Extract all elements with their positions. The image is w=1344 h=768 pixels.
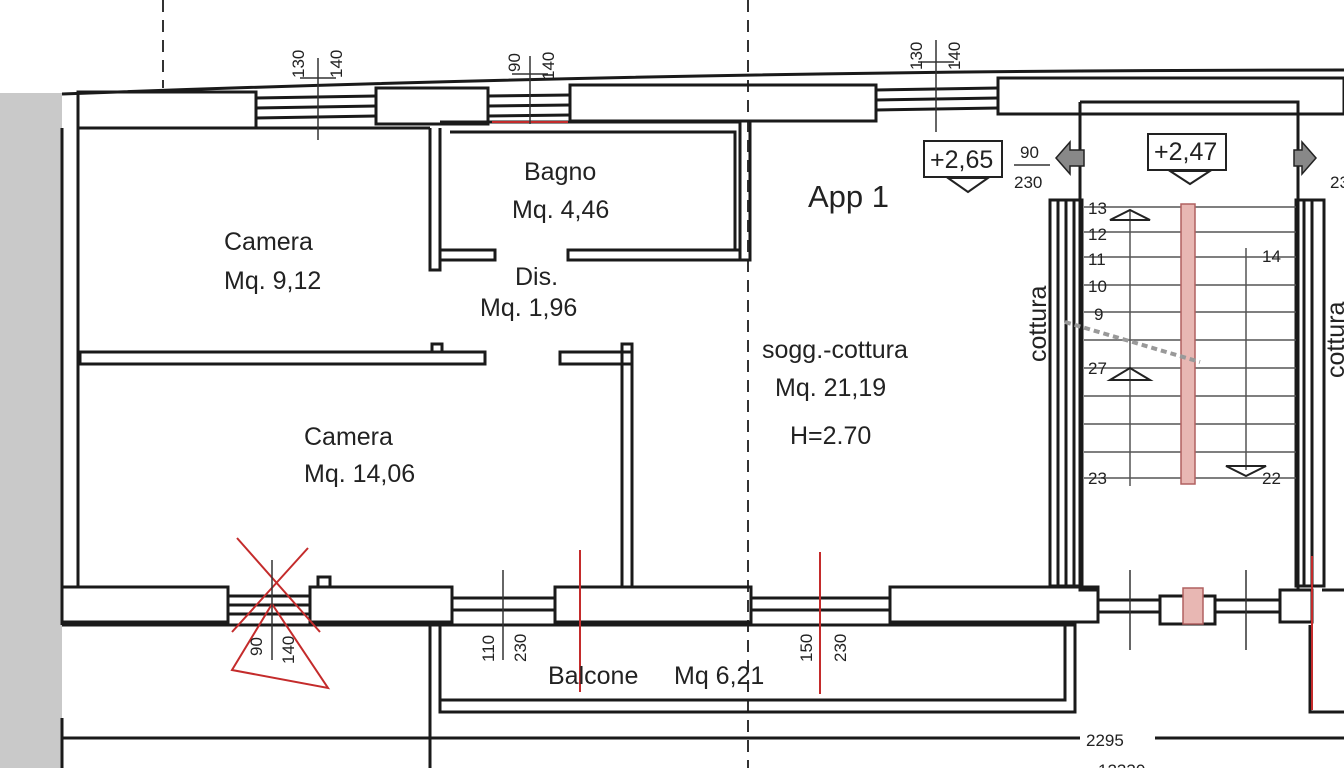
overall-dim-cut: 12330 xyxy=(1098,761,1145,768)
level-marker-left: +2,65 xyxy=(923,140,1003,194)
bagno-name: Bagno xyxy=(524,158,596,186)
overall-dim: 2295 xyxy=(1086,731,1124,750)
stair-step-27: 27 xyxy=(1088,359,1107,378)
stair-step-11: 11 xyxy=(1088,250,1106,269)
apartment-title: App 1 xyxy=(808,179,889,214)
stair-arrow-up xyxy=(1109,208,1151,221)
stair-step-9: 9 xyxy=(1094,305,1103,324)
stair-step-23: 23 xyxy=(1088,469,1107,488)
stair-arrow-down xyxy=(1225,465,1267,478)
gray-strip xyxy=(0,93,62,768)
dim-ticks xyxy=(271,40,1247,660)
camera-top-name: Camera xyxy=(224,228,313,256)
bagno-area: Mq. 4,46 xyxy=(512,196,609,224)
camera-bottom-area: Mq. 14,06 xyxy=(304,460,415,488)
dim-bottom-left-a: 90 xyxy=(247,637,266,656)
cottura-left-label: cottura xyxy=(1024,285,1052,362)
cottura-right-label: cottura xyxy=(1322,301,1344,378)
dim-top-right-b: 140 xyxy=(945,42,964,70)
right-arrow-icon xyxy=(1293,140,1317,176)
walls xyxy=(60,68,1344,768)
dim-top-left-b: 140 xyxy=(327,50,346,78)
axis-lines xyxy=(162,0,749,768)
left-arrow-icon xyxy=(1055,140,1085,176)
level-marker-stair: +2,47 xyxy=(1147,133,1227,186)
soggiorno-height: H=2.70 xyxy=(790,422,871,450)
dim-top-right-a: 130 xyxy=(907,42,926,70)
stair-step-13: 13 xyxy=(1088,199,1107,218)
door-height: 230 xyxy=(1014,173,1042,192)
level-left-text: +2,65 xyxy=(930,146,993,174)
balcone-area: Mq 6,21 xyxy=(674,662,764,690)
dim-bottom-right-a: 150 xyxy=(797,634,816,662)
dim-bottom-mid-a: 110 xyxy=(479,635,498,662)
dim-top-bagno-b: 140 xyxy=(539,52,558,80)
stair-door-bar xyxy=(1182,587,1204,625)
dis-area: Mq. 1,96 xyxy=(480,294,577,322)
dim-bottom-right-b: 230 xyxy=(831,634,850,662)
dim-top-bagno-a: 90 xyxy=(505,53,524,72)
stair-step-22: 22 xyxy=(1262,469,1281,488)
level-stair-text: +2,47 xyxy=(1154,138,1217,166)
stair-step-10: 10 xyxy=(1088,277,1107,296)
stair-handrail xyxy=(1180,203,1196,485)
soggiorno-area: Mq. 21,19 xyxy=(775,374,886,402)
door-height-right: 23 xyxy=(1330,173,1344,192)
stair-step-14: 14 xyxy=(1262,247,1281,266)
balcone-name: Balcone xyxy=(548,662,638,690)
stair-step-12: 12 xyxy=(1088,225,1107,244)
dis-name: Dis. xyxy=(515,263,558,291)
dim-bottom-left-b: 140 xyxy=(279,636,298,664)
camera-top-area: Mq. 9,12 xyxy=(224,267,321,295)
door-width: 90 xyxy=(1020,143,1039,162)
stair-arrow-mid xyxy=(1106,366,1154,381)
camera-bottom-name: Camera xyxy=(304,423,393,451)
dim-top-left-a: 130 xyxy=(289,50,308,78)
dim-bottom-mid-b: 230 xyxy=(511,634,530,662)
soggiorno-name: sogg.-cottura xyxy=(762,336,908,364)
stair-cut-line xyxy=(1064,320,1201,364)
